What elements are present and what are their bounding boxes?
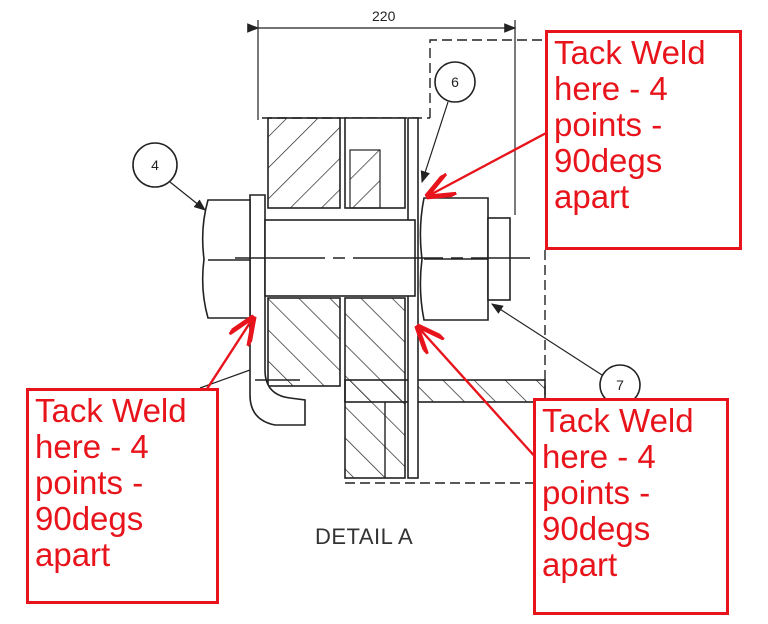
callout-line: Tack Weld [35,392,187,429]
bolt-head [201,199,251,319]
callout-line: 90degs [554,142,663,179]
arrow-bottom-right [418,327,539,461]
balloon-4 [132,142,206,211]
callout-line: Tack Weld [542,402,694,439]
arrow-top-right [428,130,549,196]
leader-lower-left [199,369,251,389]
callout-line: apart [554,178,630,215]
weld-callout-bottom-left: Tack Weld here - 4 points - 90degs apart [26,388,219,604]
callout-line: apart [542,546,618,583]
weld-leader-arrows [203,130,549,461]
callout-line: apart [35,536,111,573]
left-collar [249,194,306,426]
upper-left-plate [267,117,341,209]
detail-title: DETAIL A [315,524,414,549]
lower-middle-plate [344,297,546,479]
callout-line: Tack Weld [554,34,706,71]
balloon-7-label: 7 [616,377,624,393]
arrow-bottom-left [203,318,253,393]
callout-line: points - [554,106,663,143]
dimension-220 [247,20,517,215]
weld-callout-top-right: Tack Weld here - 4 points - 90degs apart [545,30,742,250]
lower-left-plate [267,297,341,387]
washer-plate [407,117,419,479]
callout-line: here - 4 [35,428,149,465]
dimension-label: 220 [372,8,396,24]
callout-line: points - [542,474,651,511]
callout-line: here - 4 [542,438,656,475]
upper-middle-plate [344,117,406,209]
nut [419,197,511,321]
balloon-6 [420,61,476,184]
callout-line: here - 4 [554,70,668,107]
balloon-6-label: 6 [451,74,459,90]
balloon-7 [490,303,641,406]
callout-line: 90degs [35,500,144,537]
callout-line: 90degs [542,510,651,547]
callout-line: points - [35,464,144,501]
weld-callout-bottom-right: Tack Weld here - 4 points - 90degs apart [533,398,729,615]
balloon-4-label: 4 [151,157,159,173]
